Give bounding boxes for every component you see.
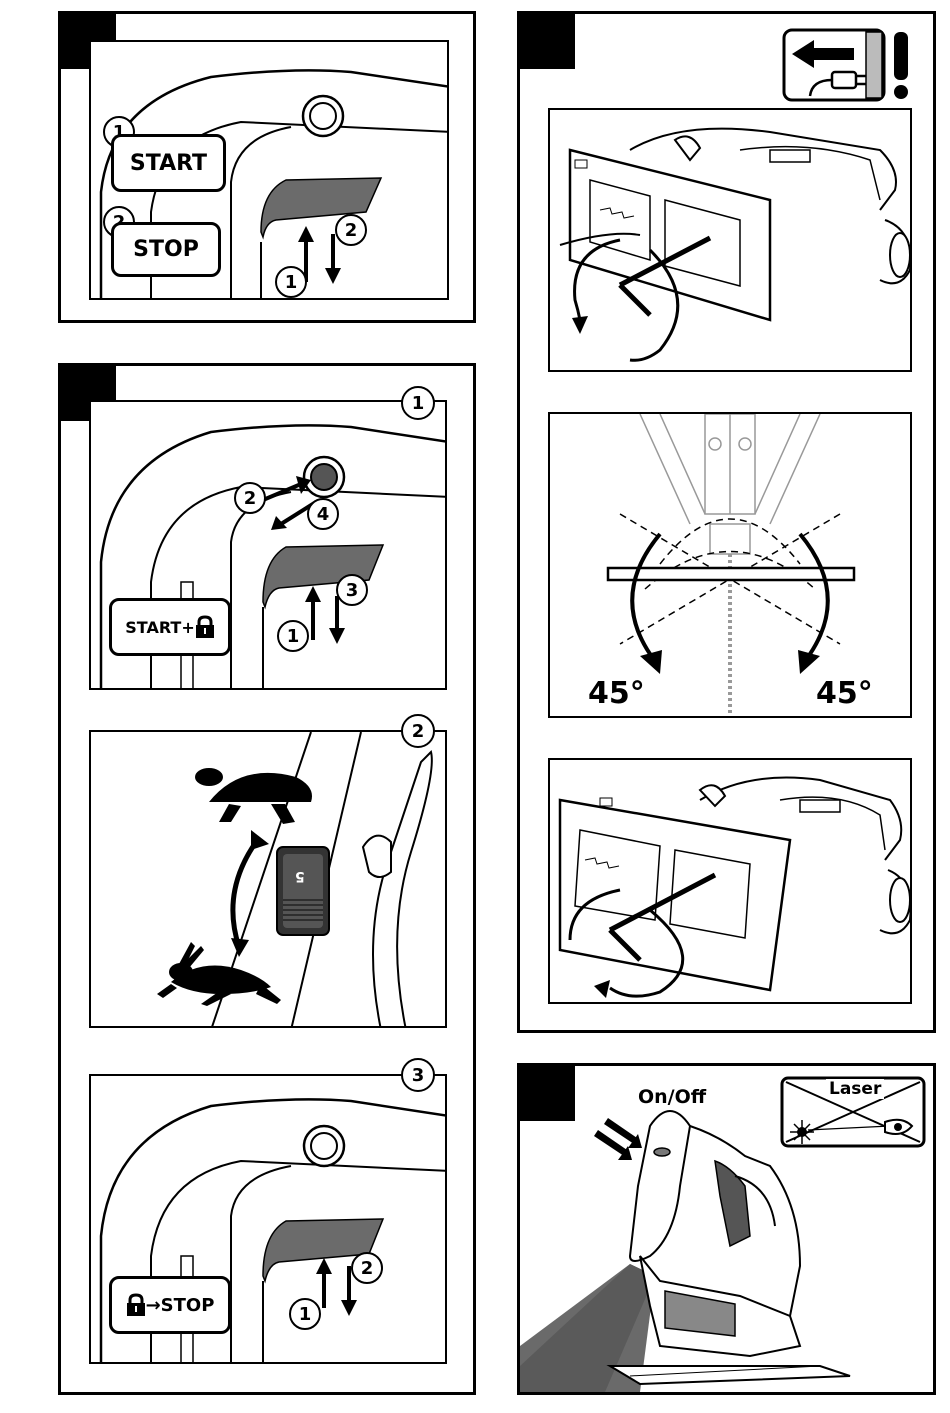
unplug-plug-icon — [782, 28, 922, 102]
panel-c-corner-marker — [520, 14, 575, 69]
arrow-down-icon — [341, 1300, 357, 1316]
laser-jigsaw-drawing — [520, 1066, 933, 1392]
exclamation-icon — [894, 32, 908, 80]
lock-button-icon — [311, 1133, 337, 1159]
angle-left-label: 45° — [588, 676, 645, 711]
arrow-down-icon — [231, 938, 249, 957]
panel-a-start-stop: 1 2 1 START 2 STOP — [58, 11, 476, 323]
panel-c-sub1-loosen — [548, 108, 912, 372]
speed-dial-value: 5 — [295, 868, 305, 884]
on-off-switch-icon — [654, 1148, 670, 1156]
panel-b-sub1-lock-on: 2 4 1 3 START+ — [89, 400, 447, 690]
arrow-up-icon — [305, 586, 321, 602]
sub2-number-badge: 2 — [401, 714, 435, 748]
start-lock-label: START+ — [125, 618, 195, 637]
panel-d-laser: On/Off Laser — [517, 1063, 936, 1395]
base-plate-tighten-drawing — [550, 760, 912, 1004]
release-badge: 4 — [307, 498, 339, 530]
sub3-number-badge: 3 — [401, 1058, 435, 1092]
arrow-up-icon — [316, 1258, 332, 1274]
bevel-angle-diagram — [550, 414, 912, 718]
lock-stop-label: →STOP — [146, 1295, 215, 1316]
unplug-warning — [782, 28, 922, 102]
lock-stop-button: →STOP — [109, 1276, 231, 1334]
arrow-left-tilt-icon — [640, 650, 662, 674]
padlock-icon — [126, 1293, 146, 1317]
arrow-down-icon — [325, 268, 341, 284]
hex-key-icon — [620, 285, 650, 315]
arrow-down-icon — [329, 628, 345, 644]
start-lock-button: START+ — [109, 598, 231, 656]
panel-a-illustration: 1 2 1 START 2 STOP — [89, 40, 449, 300]
panel-b-sub2-speed: 5 — [89, 730, 447, 1028]
sub3-down-badge: 2 — [351, 1252, 383, 1284]
panel-c-bevel-adjust: 45° 45° — [517, 11, 936, 1033]
panel-b-operation: 2 4 1 3 START+ 1 — [58, 363, 476, 1395]
tortoise-icon — [195, 768, 312, 824]
laser-label: Laser — [826, 1079, 884, 1099]
arrow-up-icon — [298, 226, 314, 242]
sub3-up-badge: 1 — [289, 1298, 321, 1330]
arrow-up-icon — [251, 830, 269, 850]
trigger-up-badge: 1 — [277, 620, 309, 652]
sub1-number-badge: 1 — [401, 386, 435, 420]
lock-button-icon — [311, 464, 337, 490]
panel-c-sub2-angles: 45° 45° — [548, 412, 912, 718]
start-button: START — [111, 134, 226, 192]
arrow-up-badge: 1 — [275, 266, 307, 298]
angle-right-label: 45° — [816, 676, 873, 711]
stop-button: STOP — [111, 222, 221, 277]
panel-b-sub3-lock-off: 1 2 →STOP — [89, 1074, 447, 1364]
arrow-right-tilt-icon — [798, 650, 820, 674]
trigger-down-badge: 3 — [336, 574, 368, 606]
panel-c-sub3-tighten — [548, 758, 912, 1004]
padlock-icon — [195, 615, 215, 639]
arrow-down-badge: 2 — [335, 214, 367, 246]
base-plate-icon — [608, 568, 854, 580]
speed-dial-drawing — [91, 732, 447, 1028]
hare-icon — [157, 942, 281, 1006]
base-plate-loosen-drawing — [550, 110, 912, 372]
push-badge: 2 — [234, 482, 266, 514]
